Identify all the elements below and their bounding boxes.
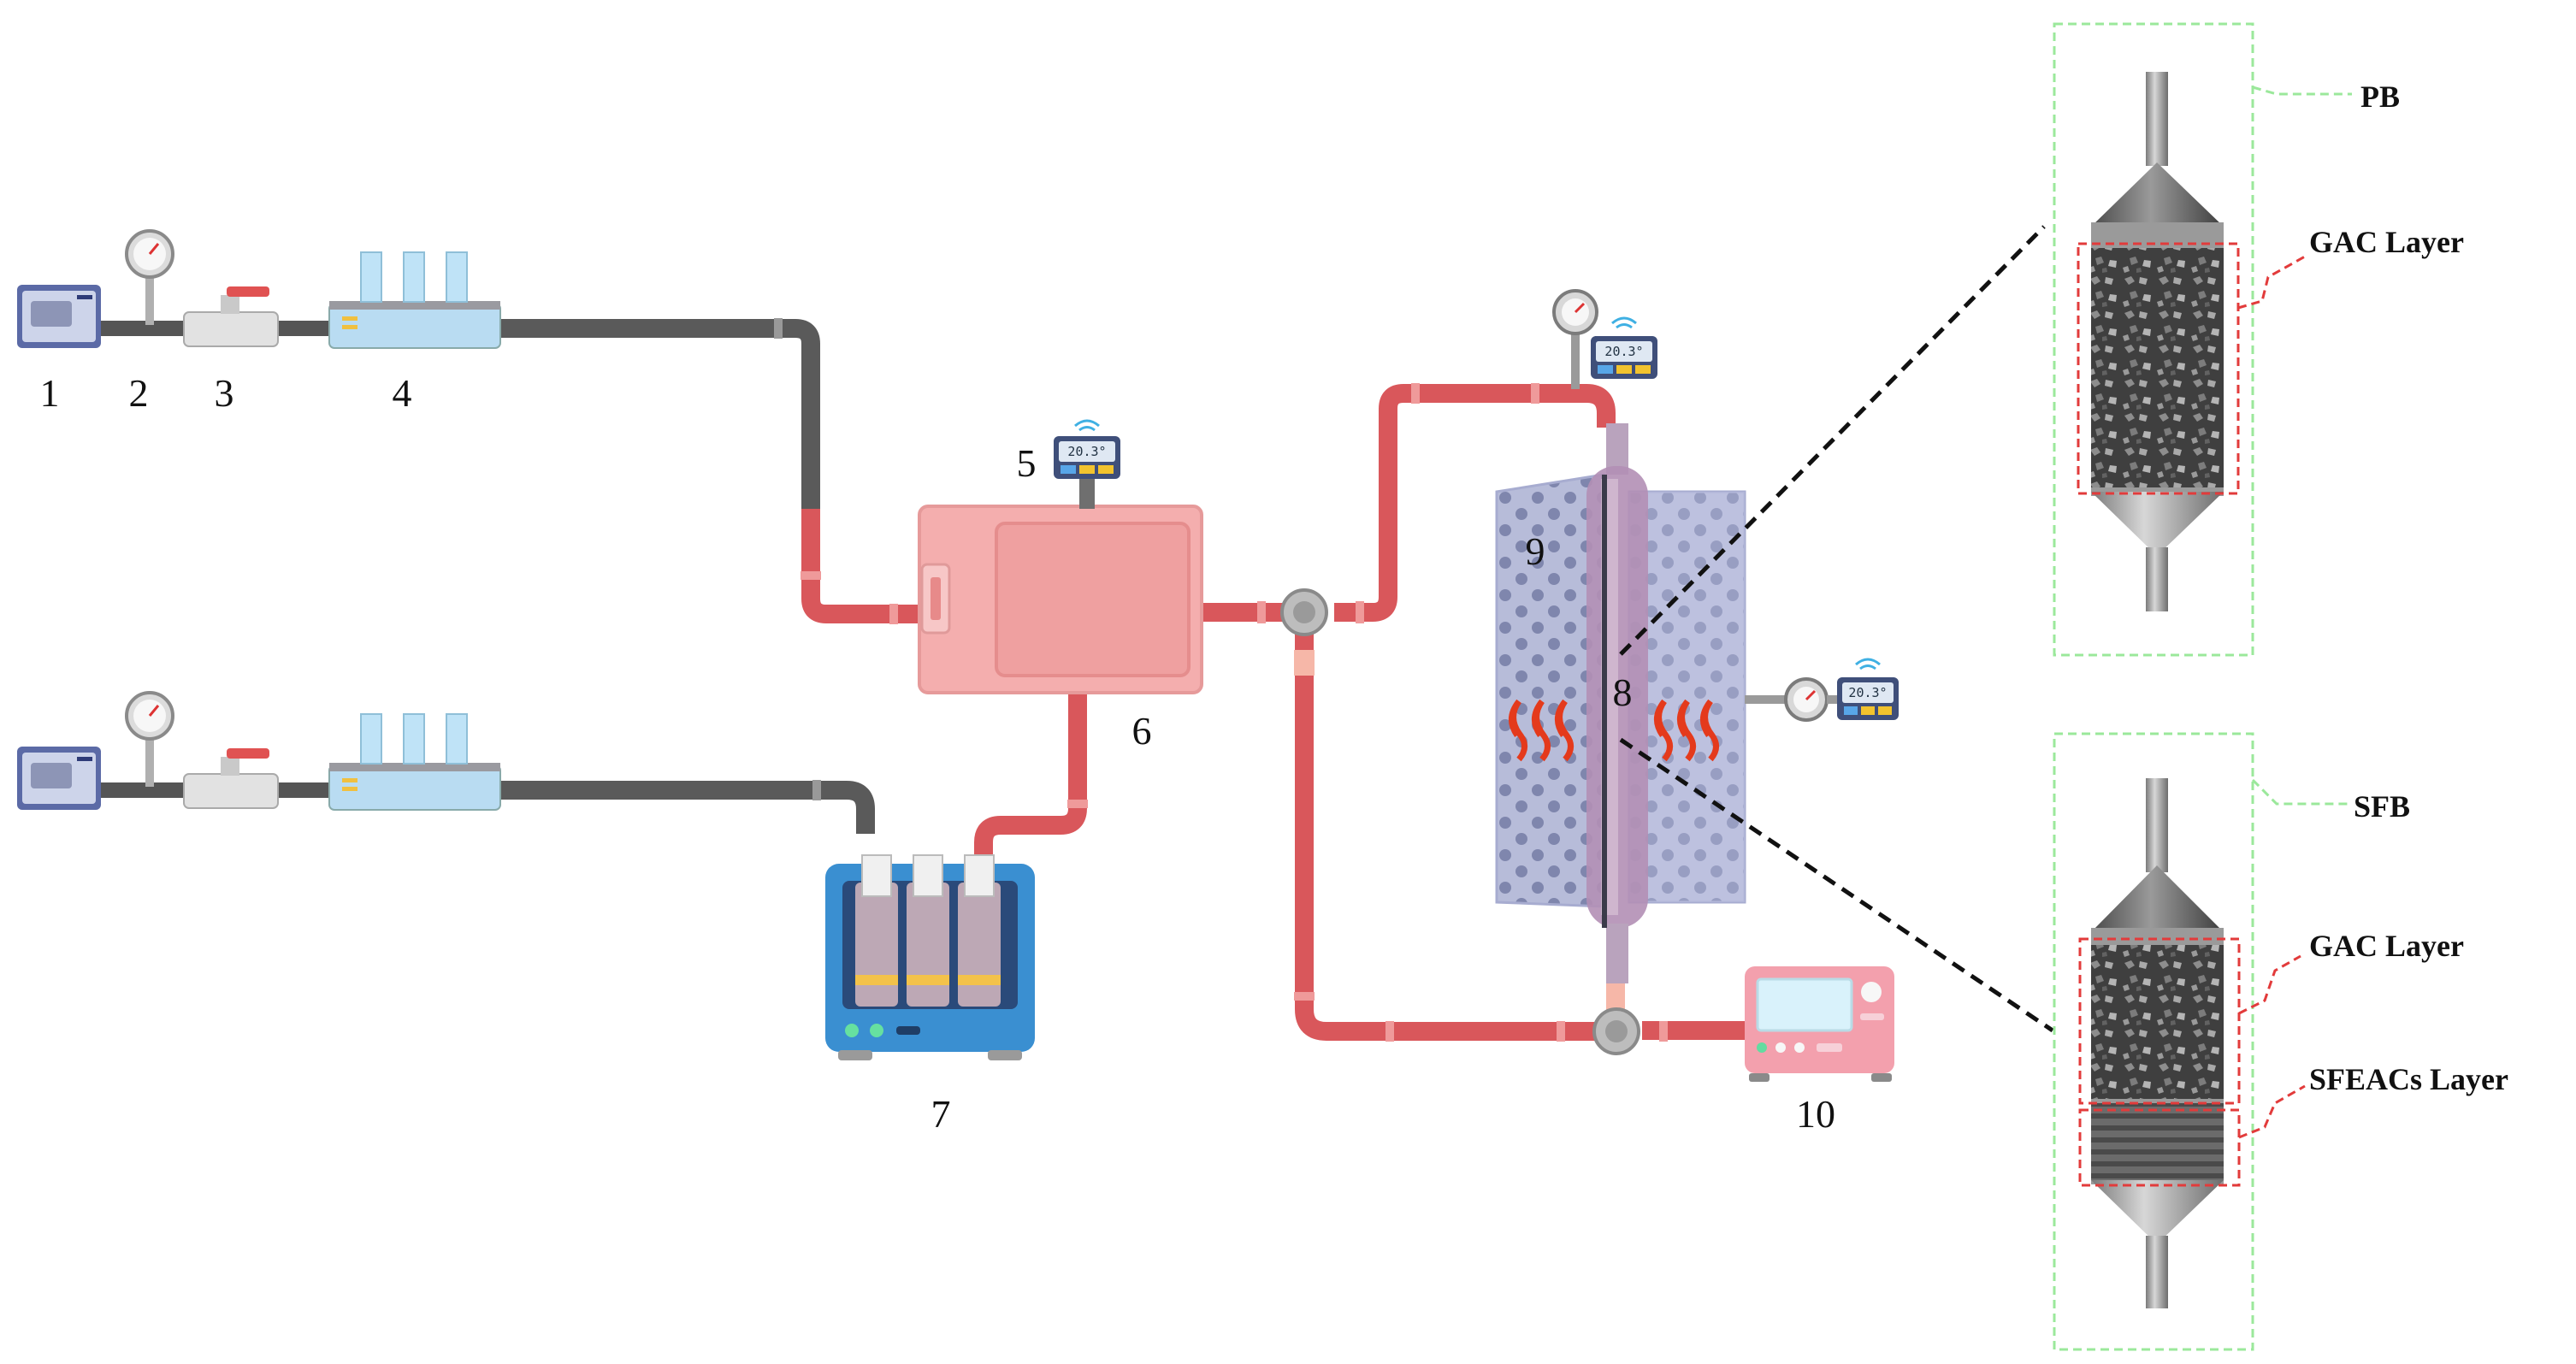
gas-cylinder-1b — [17, 747, 101, 810]
hot-line-6-to-7 — [974, 693, 1088, 864]
three-way-valve-lower — [1592, 1007, 1640, 1055]
hot-line-6-to-valve — [1197, 601, 1304, 623]
gas-cylinder-1 — [17, 285, 101, 348]
sfb-sfeac-label: SFEACs Layer — [2309, 1062, 2508, 1096]
reactor-pressure-gauge — [1552, 289, 1598, 389]
mixing-chamber-6 — [918, 505, 1203, 694]
label-6: 6 — [1132, 709, 1152, 753]
heating-flames-left — [1509, 699, 1574, 762]
gas-analyzer-10 — [1745, 966, 1894, 1082]
sfb-detail-panel: SFB GAC Layer SFEACs Layer — [2053, 732, 2508, 1351]
reactor-side-sensors: 20.3° — [1745, 658, 1899, 722]
hot-line-to-reactor-top — [1334, 383, 1616, 623]
flow-meter-4b — [328, 713, 501, 811]
flow-meter-4 — [328, 251, 501, 349]
label-8: 8 — [1613, 670, 1633, 714]
ball-valve-3 — [183, 286, 279, 347]
pressure-gauge-2 — [125, 229, 174, 325]
label-7: 7 — [931, 1092, 951, 1136]
label-4: 4 — [393, 371, 412, 415]
label-2: 2 — [129, 371, 149, 415]
sfb-gac-label: GAC Layer — [2309, 929, 2464, 963]
sensor-top-display: 20.3° — [1604, 344, 1643, 359]
pb-gac-label: GAC Layer — [2309, 225, 2464, 259]
sensor-side-display: 20.3° — [1848, 685, 1887, 700]
label-9: 9 — [1526, 529, 1545, 573]
sensor-5-display: 20.3° — [1067, 444, 1106, 459]
label-1: 1 — [40, 371, 60, 415]
reactor-temperature-sensor-top: 20.3° — [1591, 316, 1657, 379]
sfb-title: SFB — [2354, 789, 2410, 824]
temperature-sensor-5: 20.3° — [1054, 419, 1120, 509]
component-numbers: 1 2 3 4 5 6 7 8 9 10 — [40, 371, 1836, 1136]
humidifier-7 — [825, 854, 1035, 1060]
heater-9 — [1495, 473, 1746, 908]
fixed-bed-reactor-8 — [1586, 423, 1648, 983]
heating-flames-right — [1654, 699, 1719, 762]
hot-line-inlet-6 — [801, 509, 924, 624]
three-way-valve-upper — [1280, 588, 1328, 636]
pressure-gauge-2b — [125, 691, 174, 787]
pb-title: PB — [2360, 80, 2400, 114]
zoom-lines — [1619, 225, 2054, 1033]
ball-valve-3b — [183, 748, 279, 809]
hot-line-bypass-loop — [1294, 633, 1753, 1042]
label-10: 10 — [1796, 1092, 1835, 1136]
label-3: 3 — [215, 371, 234, 415]
label-5: 5 — [1017, 441, 1037, 485]
pb-detail-panel: PB GAC Layer — [2053, 22, 2464, 657]
